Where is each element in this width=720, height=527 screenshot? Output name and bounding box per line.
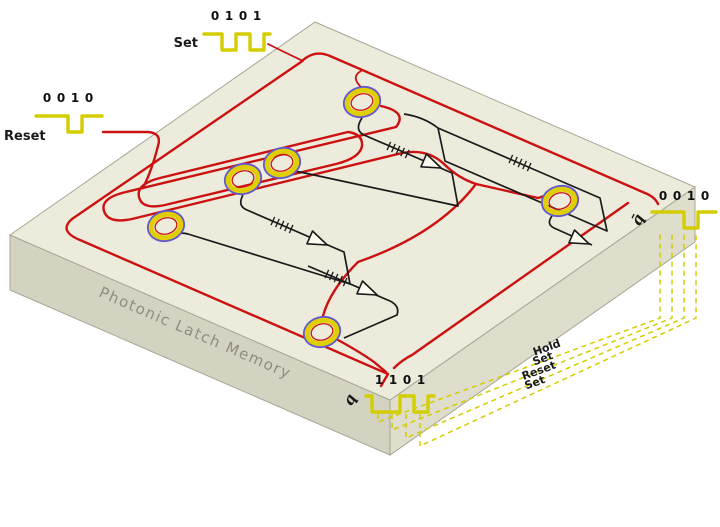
grating-coupler-icon [386, 141, 410, 159]
ring-resonator [540, 184, 580, 218]
q-waveform [364, 394, 436, 414]
reset-entry-waveguide [101, 130, 161, 190]
qbar-waveform [650, 210, 718, 230]
svg-text:0: 0 [57, 91, 65, 105]
grating-coupler-icon [270, 216, 294, 234]
reset-waveform [34, 114, 104, 134]
chip-top-face [8, 21, 697, 401]
q-output-bits: 1 1 0 1 [375, 373, 425, 387]
waveguide-network [65, 43, 660, 388]
amplifier-icon [306, 230, 328, 246]
set-input-label: Set [174, 36, 198, 51]
circuit-loop-3 [403, 113, 608, 232]
set-input-signal: 0 1 0 1 Set [174, 9, 272, 52]
svg-text:1: 1 [417, 373, 425, 387]
ring-resonator [146, 209, 186, 243]
svg-text:0: 0 [85, 91, 93, 105]
svg-text:0: 0 [43, 91, 51, 105]
racetrack-loop-inner [137, 130, 364, 208]
svg-text:0: 0 [239, 9, 247, 23]
chip: Photonic Latch Memory [8, 21, 697, 456]
outer-loop-waveguide [65, 52, 660, 388]
output-bus-waveguide [392, 201, 630, 370]
svg-text:1: 1 [375, 373, 383, 387]
ring-coupler-curl [354, 70, 363, 89]
svg-text:1: 1 [687, 189, 695, 203]
reset-input-bits: 0 0 1 0 [43, 91, 93, 105]
svg-text:0: 0 [211, 9, 219, 23]
bottom-ring-to-q-output [336, 338, 388, 374]
circuit-loop-5 [548, 215, 593, 246]
ring-resonator [262, 146, 302, 180]
svg-text:1: 1 [389, 373, 397, 387]
amplifier-icon [356, 280, 378, 296]
branch-to-bottom-ring [321, 182, 478, 318]
ring-resonators [146, 85, 580, 349]
timing-guide-line [391, 232, 673, 432]
circuit-loop-4 [307, 265, 399, 339]
svg-text:0: 0 [659, 189, 667, 203]
amplifier-icon [420, 153, 442, 169]
reset-input-label: Reset [4, 129, 46, 144]
svg-text:1: 1 [253, 9, 261, 23]
reset-input-signal: 0 0 1 0 Reset [4, 91, 104, 144]
timing-guide-line [405, 232, 685, 440]
amplifier-icon [568, 229, 590, 245]
electronic-circuit [176, 113, 608, 339]
set-input-bits: 0 1 0 1 [211, 9, 261, 23]
svg-text:1: 1 [225, 9, 233, 23]
timing-guide-line [377, 232, 661, 424]
svg-text:1: 1 [71, 91, 79, 105]
ring-resonator [342, 85, 382, 119]
qbar-output-bits: 0 0 1 0 [659, 189, 709, 203]
svg-text:0: 0 [403, 373, 411, 387]
grating-coupler-icon [324, 269, 348, 287]
ring-resonator [223, 162, 263, 196]
timing-guide-line [419, 232, 697, 448]
racetrack-loop-outer [102, 104, 561, 222]
set-waveform [202, 32, 272, 52]
svg-text:0: 0 [673, 189, 681, 203]
grating-coupler-icon [508, 154, 532, 172]
svg-text:0: 0 [701, 189, 709, 203]
set-entry-stub [267, 43, 304, 62]
ring-resonator [302, 315, 342, 349]
